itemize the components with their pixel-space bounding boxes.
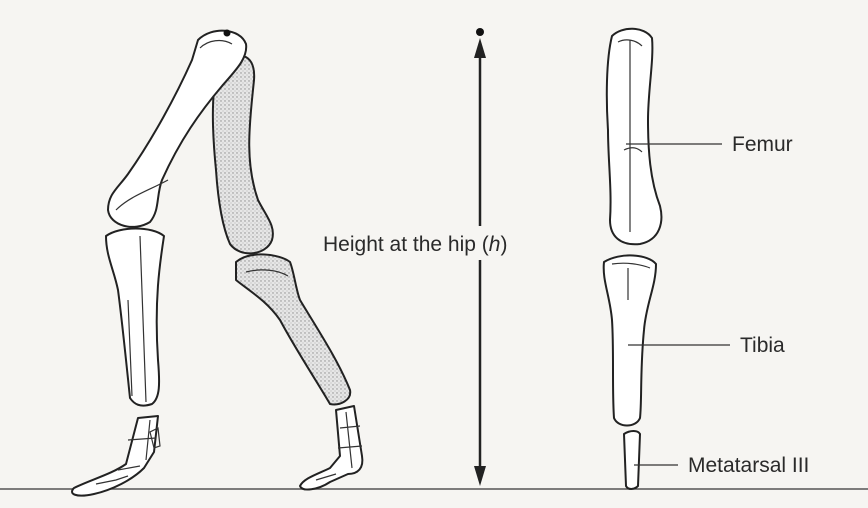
rear-tibia [236,254,350,404]
isolated-bones: Femur Tibia Metatarsal III [604,29,810,489]
height-at-hip-label: Height at the hip (h) [323,233,507,256]
metatarsal-label: Metatarsal III [688,454,809,477]
rear-leg [213,56,362,490]
metatarsal-bone [624,431,640,489]
front-foot [72,416,158,496]
femur-label: Femur [732,133,793,156]
front-tibia [106,229,164,406]
hip-joint-dot [224,30,231,37]
rear-foot [300,406,362,489]
tibia-label: Tibia [740,334,785,357]
tibia-bone [604,255,656,425]
walking-legs-illustration [72,30,362,496]
femur-bone [607,29,662,245]
